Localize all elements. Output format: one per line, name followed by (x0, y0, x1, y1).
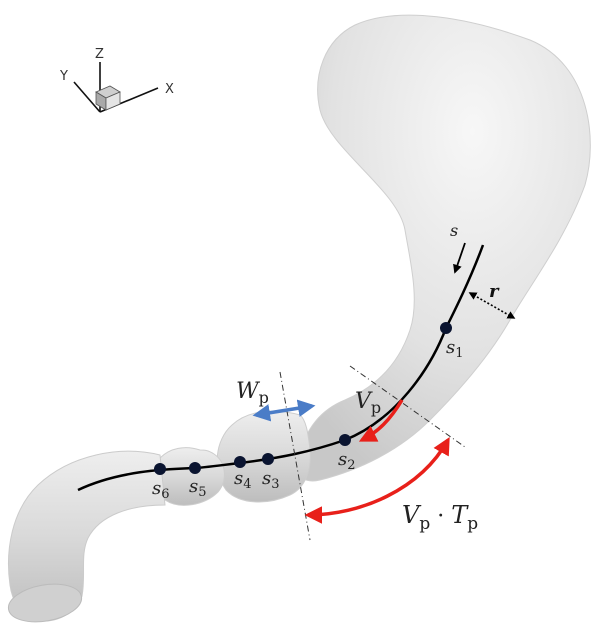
duodenal-bulb (153, 447, 225, 506)
point-s6 (154, 463, 166, 475)
s-direction-arrow (453, 242, 466, 274)
vp-tp-red-arrow (304, 436, 450, 524)
axis-triad: Z Y X (59, 47, 174, 113)
label-s3: s3 (262, 468, 280, 492)
label-s6: s6 (152, 478, 170, 502)
tube-opening (7, 583, 83, 623)
label-vp: Vp (355, 389, 381, 417)
point-s1 (440, 322, 452, 334)
point-s4 (234, 456, 246, 468)
r-radius-arrow (468, 292, 516, 319)
label-s: s (450, 221, 458, 240)
point-s5 (189, 462, 201, 474)
boundary-line-upper (349, 365, 466, 448)
wp-blue-arrow (252, 399, 316, 422)
point-s3 (262, 453, 274, 465)
axis-label-z: Z (95, 47, 104, 62)
label-s4: s4 (234, 468, 252, 492)
label-r: r (489, 281, 500, 302)
axis-label-y: Y (59, 69, 68, 84)
label-s2: s2 (338, 449, 356, 473)
stomach-body (295, 14, 591, 482)
label-s1: s1 (446, 337, 464, 361)
axis-label-x: X (165, 82, 174, 97)
label-wp: Wp (236, 379, 269, 407)
point-s2 (339, 434, 351, 446)
label-s5: s5 (189, 476, 207, 500)
label-vp-tp: Vp · Tp (402, 501, 478, 534)
